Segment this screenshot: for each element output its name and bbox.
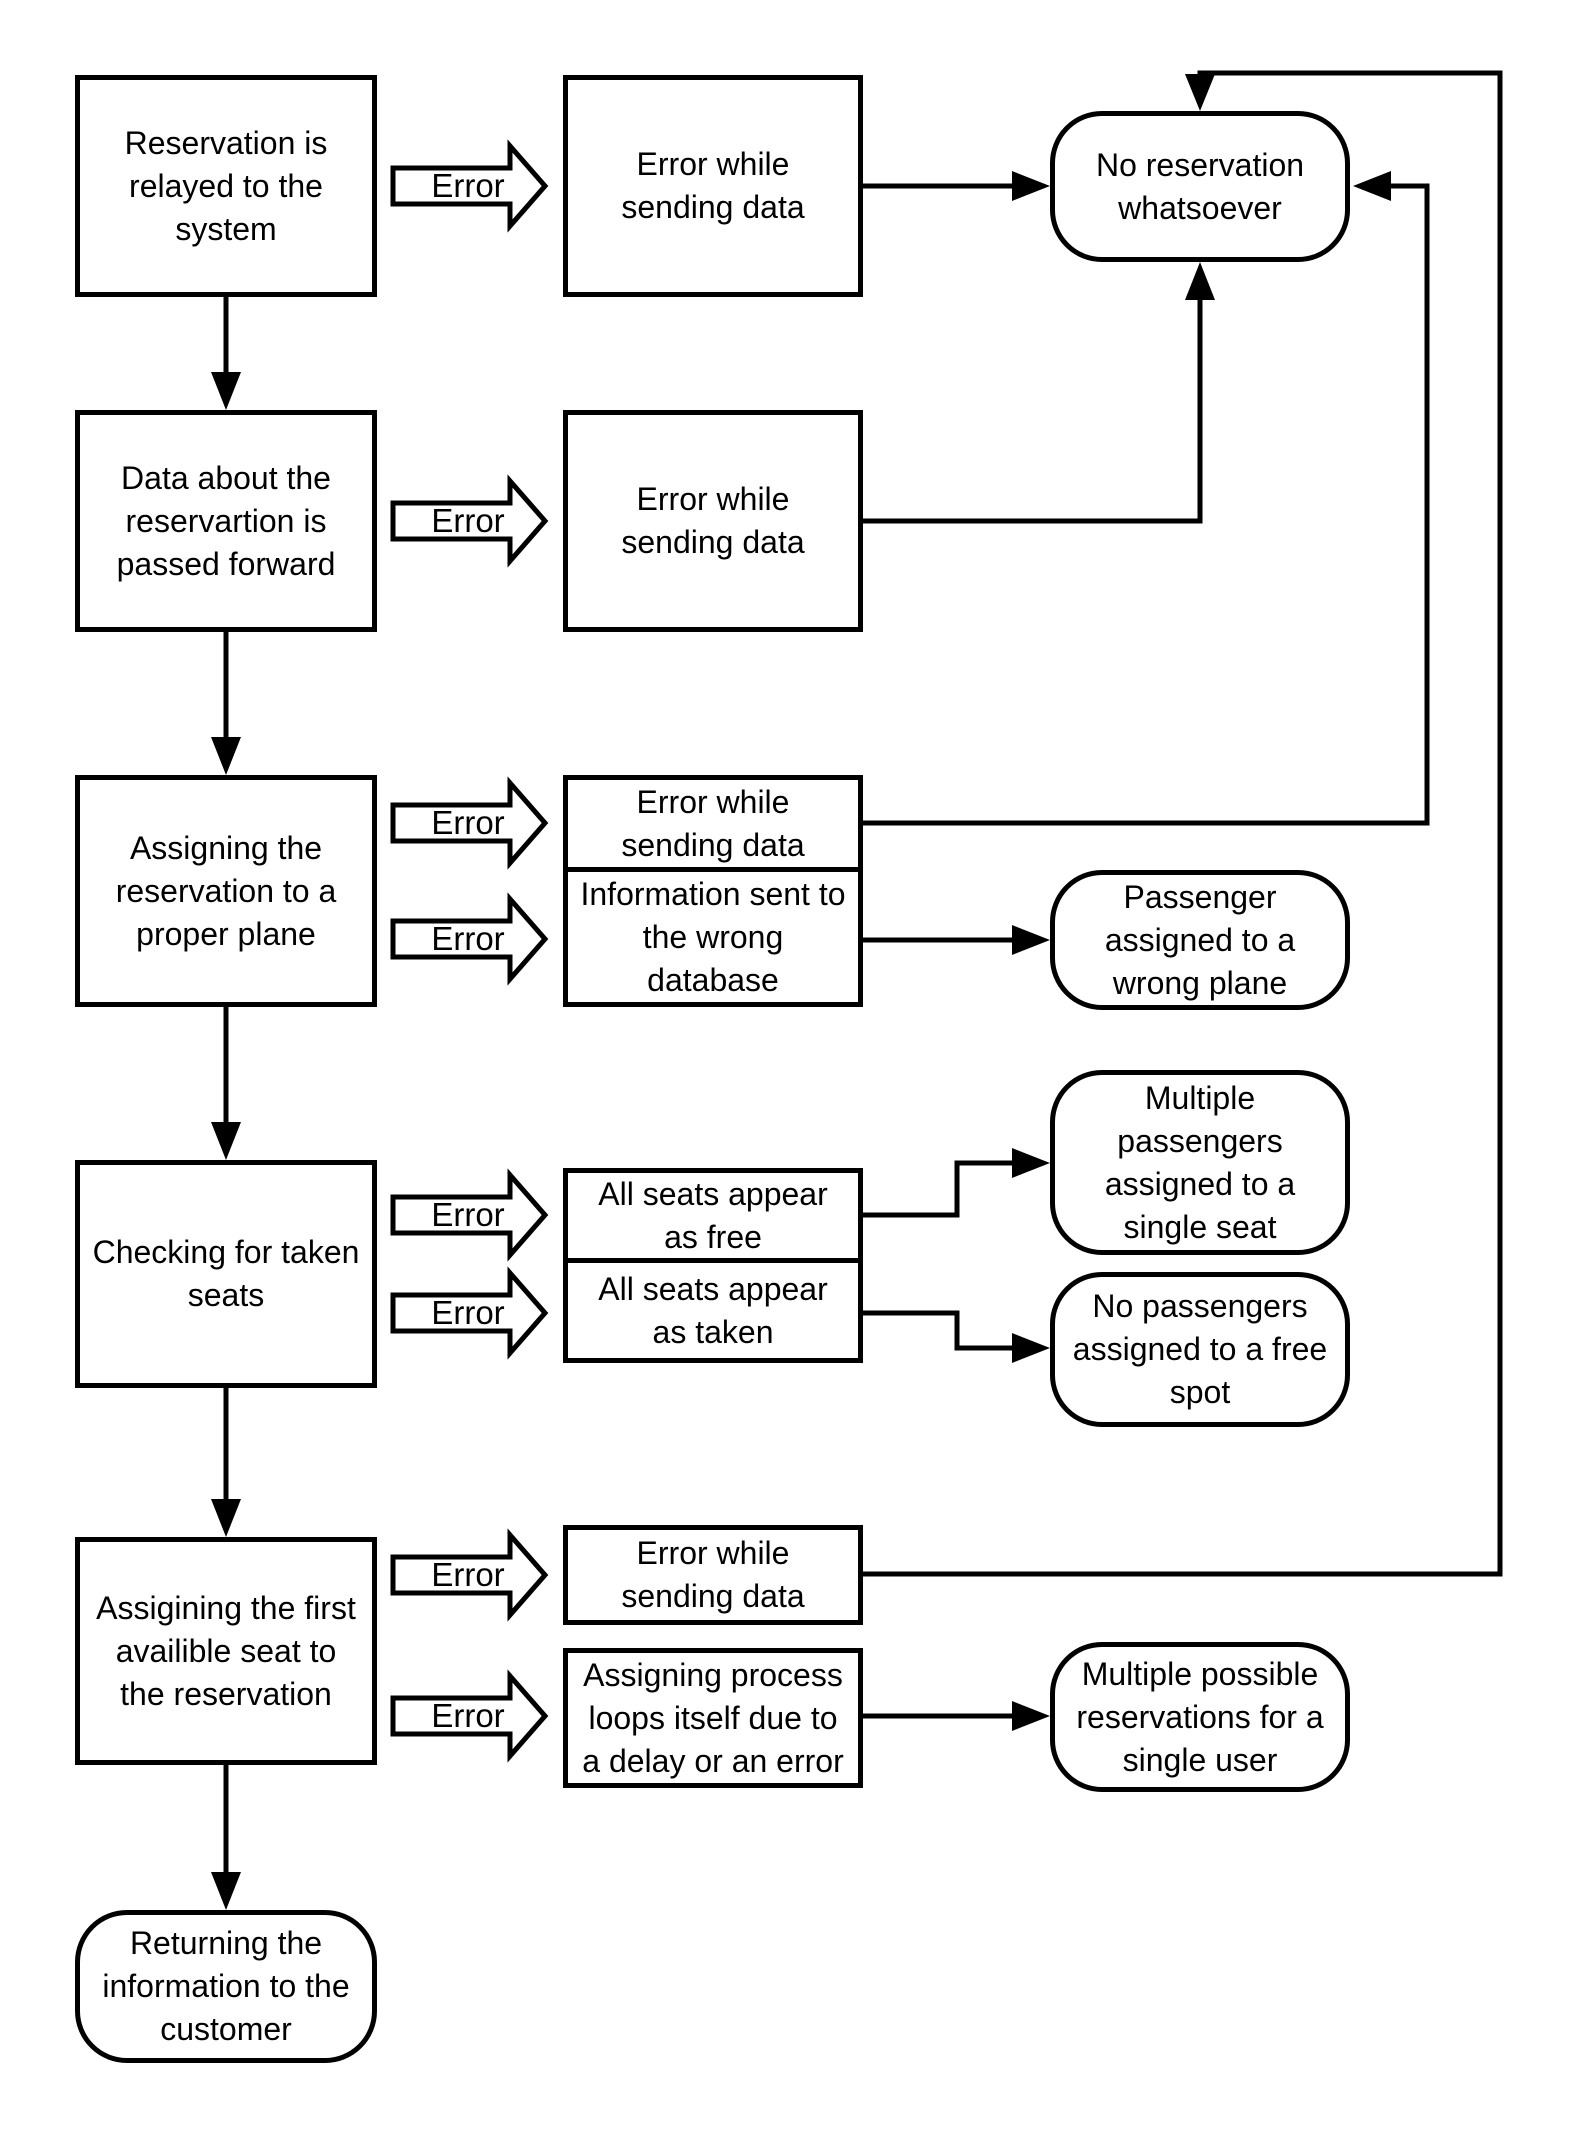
node-multiple-passengers: Multiple passengers assigned to a single… (1050, 1070, 1350, 1255)
arrowhead-down-icon (211, 372, 241, 410)
node-assigning-plane: Assigning the reservation to a proper pl… (75, 775, 377, 1007)
error-block-arrow-7 (390, 1528, 549, 1622)
connector-senderror4-to-noreservation (863, 70, 1503, 1577)
arrowhead-right-icon (1012, 171, 1050, 201)
arrowhead-down-icon (211, 1122, 241, 1160)
error-arrow-label: Error (431, 804, 504, 841)
arrowhead-up-icon (1185, 262, 1215, 300)
arrowhead-left-icon (1353, 171, 1391, 201)
error-block-arrow-4 (390, 892, 549, 986)
error-block-arrow-1 (390, 139, 549, 233)
node-seats-appear-free: All seats appear as free (563, 1168, 863, 1263)
connector-senderror3-to-noreservation (863, 183, 1430, 826)
arrowhead-down-icon (211, 737, 241, 775)
error-arrow-label: Error (431, 1294, 504, 1331)
error-arrow-label: Error (431, 167, 504, 204)
arrowhead-down-icon (211, 1499, 241, 1537)
arrowhead-right-icon (1012, 1701, 1050, 1731)
error-block-arrow-8 (390, 1669, 549, 1763)
node-error-sending-data-2: Error while sending data (563, 410, 863, 632)
node-reservation-relayed: Reservation is relayed to the system (75, 75, 377, 297)
node-no-passengers: No passengers assigned to a free spot (1050, 1272, 1350, 1427)
error-arrow-label: Error (431, 1697, 504, 1734)
node-no-reservation: No reservation whatsoever (1050, 111, 1350, 262)
arrowhead-right-icon (1012, 1148, 1050, 1178)
error-arrow-label: Error (431, 1556, 504, 1593)
arrowhead-right-icon (1012, 925, 1050, 955)
node-error-sending-data-3: Error while sending data (563, 775, 863, 872)
arrowhead-down-icon (1185, 74, 1215, 111)
node-returning-information: Returning the information to the custome… (75, 1910, 377, 2063)
node-assigning-first-seat: Assigining the first availible seat to t… (75, 1537, 377, 1765)
node-assigning-loop: Assigning process loops itself due to a … (563, 1648, 863, 1788)
error-block-arrow-5 (390, 1168, 549, 1262)
node-data-passed-forward: Data about the reservartion is passed fo… (75, 410, 377, 632)
node-error-sending-data-1: Error while sending data (563, 75, 863, 297)
node-multiple-reservations: Multiple possible reservations for a sin… (1050, 1642, 1350, 1792)
node-wrong-plane: Passenger assigned to a wrong plane (1050, 870, 1350, 1010)
error-arrow-label: Error (431, 1196, 504, 1233)
error-block-arrow-2 (390, 474, 549, 568)
node-error-sending-data-4: Error while sending data (563, 1525, 863, 1625)
connector-senderror2-to-noreservation (863, 300, 1203, 524)
node-checking-seats: Checking for taken seats (75, 1160, 377, 1388)
node-wrong-database: Information sent to the wrong database (563, 867, 863, 1007)
error-arrow-label: Error (431, 920, 504, 957)
error-block-arrow-6 (390, 1266, 549, 1360)
error-arrow-label: Error (431, 502, 504, 539)
error-block-arrow-3 (390, 776, 549, 870)
node-seats-appear-taken: All seats appear as taken (563, 1258, 863, 1363)
connector-seatstaken-to-nopassengers (863, 1310, 1014, 1351)
arrowhead-right-icon (1012, 1333, 1050, 1363)
connector-seatsfree-to-multipassengers (863, 1160, 1014, 1218)
arrowhead-down-icon (211, 1872, 241, 1910)
